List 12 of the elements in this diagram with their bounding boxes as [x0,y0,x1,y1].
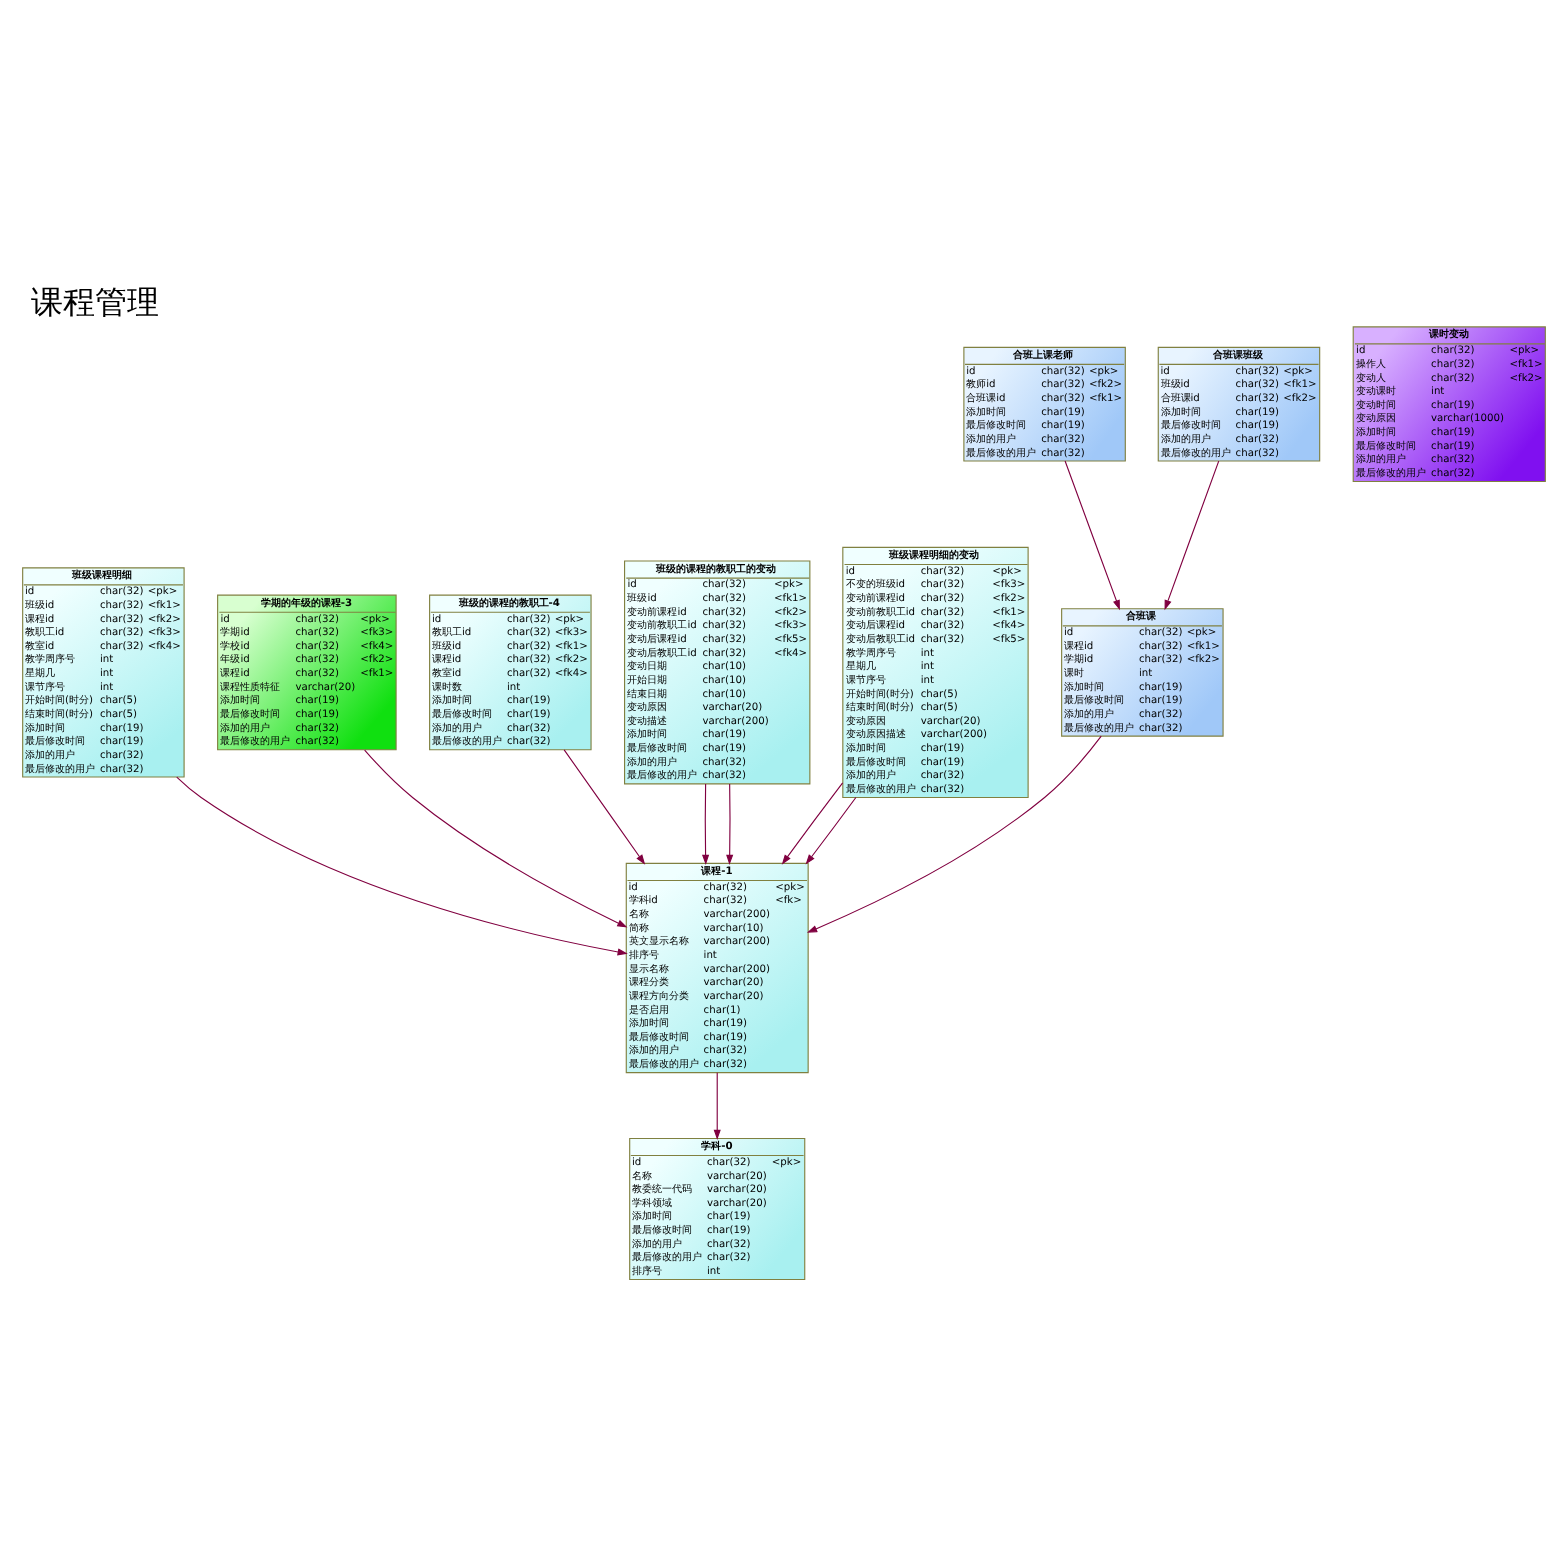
arrow [562,748,645,864]
arrow [780,781,843,864]
arrow [175,775,627,955]
arrow [1163,459,1219,610]
arrow [701,782,709,864]
arrow [725,782,733,864]
arrow [1063,459,1119,610]
arrow [712,1071,720,1140]
arrow [805,734,1101,932]
arrow [363,748,627,927]
arrow [804,795,856,864]
diagram-title: 课程管理 [30,281,159,320]
